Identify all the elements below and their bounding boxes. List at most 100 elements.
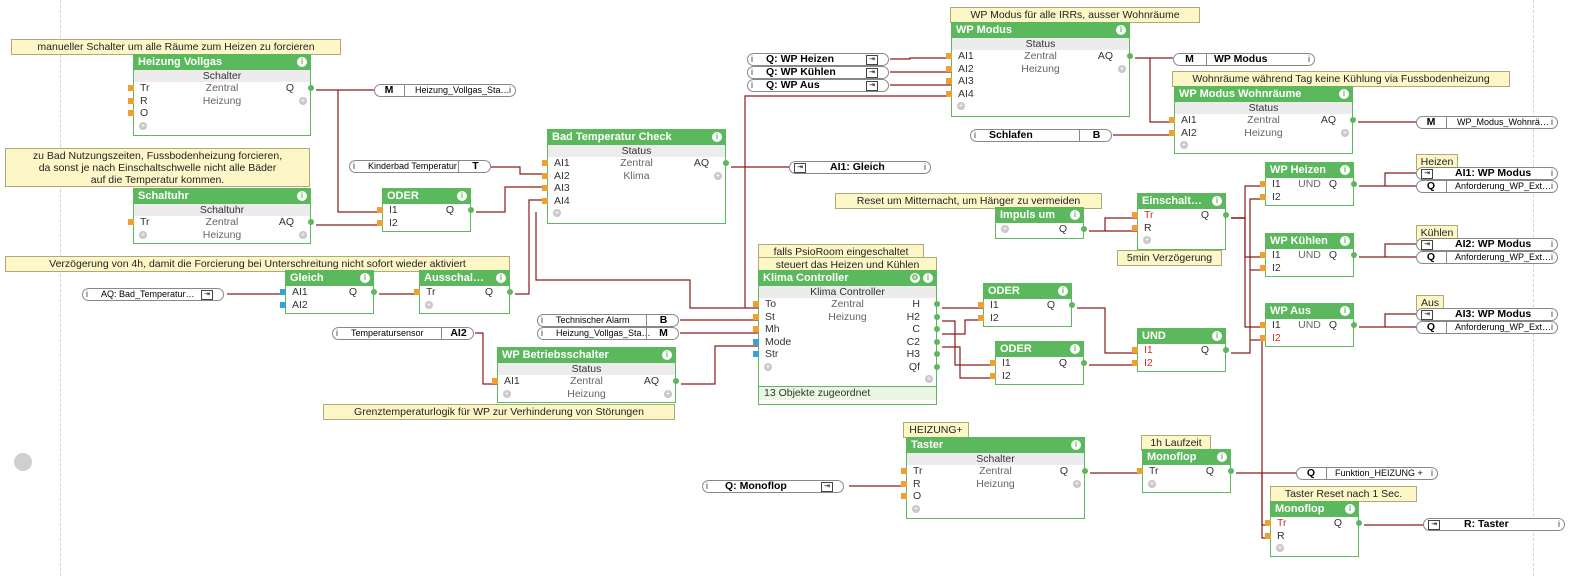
output-pin[interactable] bbox=[308, 219, 314, 225]
connection-wire[interactable] bbox=[890, 57, 951, 60]
link-in-icon[interactable]: ⇥ bbox=[1421, 310, 1433, 320]
info-icon[interactable]: i bbox=[297, 57, 307, 67]
input-pin[interactable] bbox=[901, 493, 907, 499]
input-pin[interactable] bbox=[1265, 532, 1271, 539]
output-pin[interactable] bbox=[1081, 360, 1087, 366]
input-pin[interactable] bbox=[1260, 264, 1266, 271]
input-pin[interactable] bbox=[542, 197, 548, 204]
output-pin[interactable] bbox=[934, 351, 940, 357]
input-pin[interactable] bbox=[1260, 334, 1266, 341]
info-icon[interactable]: i bbox=[297, 191, 307, 201]
input-pin[interactable] bbox=[1260, 181, 1266, 187]
info-icon[interactable]: i bbox=[1551, 322, 1553, 332]
info-icon[interactable]: i bbox=[1058, 286, 1068, 296]
add-output-icon[interactable]: + bbox=[1341, 127, 1349, 137]
input-object-q-wp-kuehlen[interactable]: i Q: WP Kühlen ⇥ bbox=[747, 66, 889, 79]
connection-wire[interactable] bbox=[535, 212, 758, 309]
output-pin[interactable] bbox=[1351, 322, 1357, 328]
output-pin[interactable] bbox=[1127, 53, 1133, 59]
output-object-r-taster[interactable]: ⇥ R: Taster i bbox=[1423, 518, 1565, 531]
input-pin[interactable] bbox=[128, 110, 134, 116]
input-pin[interactable] bbox=[990, 372, 996, 379]
input-pin[interactable] bbox=[753, 326, 759, 332]
add-input-icon[interactable]: + bbox=[553, 208, 561, 217]
output-pin[interactable] bbox=[1082, 468, 1088, 474]
info-icon[interactable]: i bbox=[1551, 309, 1553, 319]
connection-wire[interactable] bbox=[1359, 313, 1416, 328]
input-pin[interactable] bbox=[377, 207, 383, 213]
connection-wire[interactable] bbox=[1261, 340, 1270, 539]
output-pin[interactable] bbox=[371, 289, 377, 295]
scroll-dot[interactable] bbox=[14, 453, 32, 471]
output-pin[interactable] bbox=[507, 289, 513, 295]
info-icon[interactable]: i bbox=[1116, 25, 1126, 35]
connection-wire[interactable] bbox=[1077, 307, 1137, 354]
input-pin[interactable] bbox=[1169, 117, 1175, 123]
add-output-icon[interactable]: + bbox=[714, 170, 722, 180]
connection-wire[interactable] bbox=[1231, 185, 1265, 219]
output-pin[interactable] bbox=[934, 338, 940, 345]
add-input-icon[interactable]: + bbox=[912, 503, 920, 513]
input-pin[interactable] bbox=[753, 313, 759, 320]
input-pin[interactable] bbox=[946, 53, 952, 59]
output-pin[interactable] bbox=[1356, 520, 1362, 526]
input-pin[interactable] bbox=[1169, 129, 1175, 136]
info-icon[interactable]: i bbox=[1212, 331, 1222, 341]
output-pin[interactable] bbox=[934, 363, 940, 370]
input-pin[interactable] bbox=[1132, 347, 1138, 353]
input-object-temperatursensor[interactable]: i Temperatursensor AI2 bbox=[332, 327, 474, 340]
info-icon[interactable]: i bbox=[1551, 168, 1553, 178]
output-object-anforderung[interactable]: Q Anforderung_WP_Ext… i bbox=[1416, 180, 1558, 193]
add-input-icon[interactable]: + bbox=[764, 361, 772, 371]
info-icon[interactable]: i bbox=[974, 130, 976, 140]
info-icon[interactable]: i bbox=[336, 328, 338, 338]
link-in-icon[interactable]: ⇥ bbox=[1421, 240, 1433, 250]
link-out-icon[interactable]: ⇥ bbox=[201, 290, 213, 300]
add-output-icon[interactable]: + bbox=[299, 229, 307, 239]
output-object-funktion-heizung[interactable]: Q Funktion_HEIZUNG + i bbox=[1296, 467, 1438, 480]
input-pin[interactable] bbox=[542, 172, 548, 179]
connection-wire[interactable] bbox=[475, 332, 497, 385]
assigned-objects-footer[interactable]: 13 Objekte zugeordnet bbox=[759, 385, 936, 400]
connection-wire[interactable] bbox=[515, 199, 547, 295]
add-input-icon[interactable]: + bbox=[503, 388, 511, 398]
input-pin[interactable] bbox=[946, 90, 952, 97]
input-pin[interactable] bbox=[990, 360, 996, 366]
info-icon[interactable]: i bbox=[86, 289, 88, 299]
input-object-q-monoflop[interactable]: i Q: Monoflop ⇥ bbox=[702, 480, 844, 493]
output-object-wp-modus[interactable]: M WP Modus i bbox=[1173, 53, 1315, 66]
add-output-icon[interactable]: + bbox=[299, 95, 307, 105]
add-input-icon[interactable]: + bbox=[425, 299, 433, 309]
input-pin[interactable] bbox=[901, 468, 907, 474]
add-input-icon[interactable]: + bbox=[1143, 235, 1151, 244]
block-header[interactable]: Ausschal…i bbox=[420, 271, 509, 286]
info-icon[interactable]: i bbox=[1340, 306, 1350, 316]
link-out-icon[interactable]: ⇥ bbox=[866, 68, 878, 78]
block-header[interactable]: Klima Controller⚙i bbox=[759, 271, 936, 286]
output-pin[interactable] bbox=[1081, 226, 1087, 232]
info-icon[interactable]: i bbox=[706, 481, 708, 491]
link-out-icon[interactable]: ⇥ bbox=[866, 81, 878, 91]
add-output-icon[interactable]: + bbox=[1118, 63, 1126, 73]
link-out-icon[interactable]: ⇥ bbox=[866, 55, 878, 65]
